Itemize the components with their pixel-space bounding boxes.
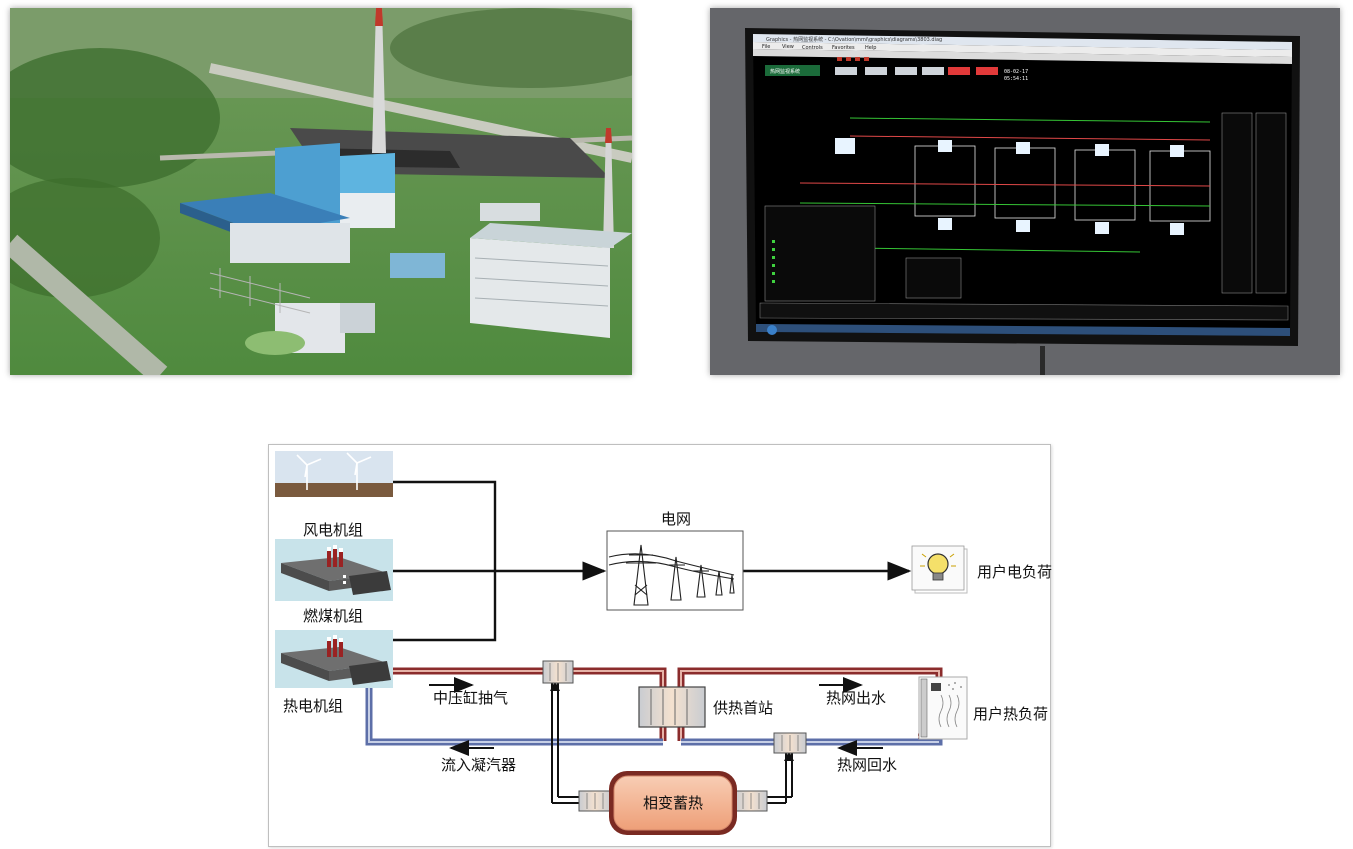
scada-date: 08-02-17 bbox=[1004, 69, 1028, 75]
supply-water-label: 热网出水 bbox=[826, 689, 887, 707]
scada-system-button[interactable]: 热网监视系统 bbox=[770, 68, 800, 75]
condenser-label: 流入凝汽器 bbox=[441, 756, 517, 774]
chp-unit-label: 热电机组 bbox=[283, 697, 344, 715]
extraction-label: 中压缸抽气 bbox=[433, 689, 509, 707]
heat-exchanger-return bbox=[773, 732, 807, 754]
phase-change-storage-tank bbox=[609, 771, 737, 835]
coal-unit-label: 燃煤机组 bbox=[303, 607, 364, 625]
heat-exchanger-top bbox=[542, 660, 574, 684]
wind-farm-image bbox=[275, 451, 393, 497]
heat-exchanger-storage-right bbox=[734, 790, 768, 812]
scada-monitor-photo: Graphics - 热网监视系统 - C:\Ovation\mmi\graph… bbox=[710, 8, 1340, 375]
power-collection-lines bbox=[393, 480, 912, 642]
coal-plant-image bbox=[275, 539, 393, 601]
return-water-label: 热网回水 bbox=[837, 756, 898, 774]
scada-menu-view[interactable]: View bbox=[782, 44, 794, 50]
heat-exchanger-storage-left bbox=[578, 790, 612, 812]
wind-turbine-label: 风电机组 bbox=[303, 521, 364, 539]
scada-time: 05:54:11 bbox=[1004, 76, 1028, 82]
grid-label: 电网 bbox=[661, 510, 692, 528]
storage-connection-pipes bbox=[551, 677, 793, 804]
heat-station-label: 供热首站 bbox=[713, 699, 774, 717]
power-grid-image bbox=[606, 530, 744, 611]
chp-plant-image bbox=[275, 630, 393, 688]
heat-station-exchanger bbox=[638, 686, 706, 728]
storage-label: 相变蓄热 bbox=[643, 794, 704, 812]
heat-user-radiator-image bbox=[918, 676, 968, 740]
light-bulb-icon bbox=[911, 545, 968, 594]
power-plant-aerial-image bbox=[10, 8, 632, 375]
scada-menu-help[interactable]: Help bbox=[865, 45, 876, 51]
scada-menu-controls[interactable]: Controls bbox=[802, 45, 823, 51]
heat-load-label: 用户热负荷 bbox=[973, 705, 1049, 723]
energy-flow-diagram: 风电机组 燃煤机组 热电机组 电网 用户电负荷 中压缸抽气 供热首站 热网出水 … bbox=[268, 444, 1053, 847]
power-load-label: 用户电负荷 bbox=[977, 563, 1053, 581]
scada-window-title: Graphics - 热网监视系统 - C:\Ovation\mmi\graph… bbox=[766, 36, 942, 43]
scada-menu-file[interactable]: File bbox=[762, 44, 770, 50]
scada-menu-favorites[interactable]: Favorites bbox=[832, 45, 855, 51]
